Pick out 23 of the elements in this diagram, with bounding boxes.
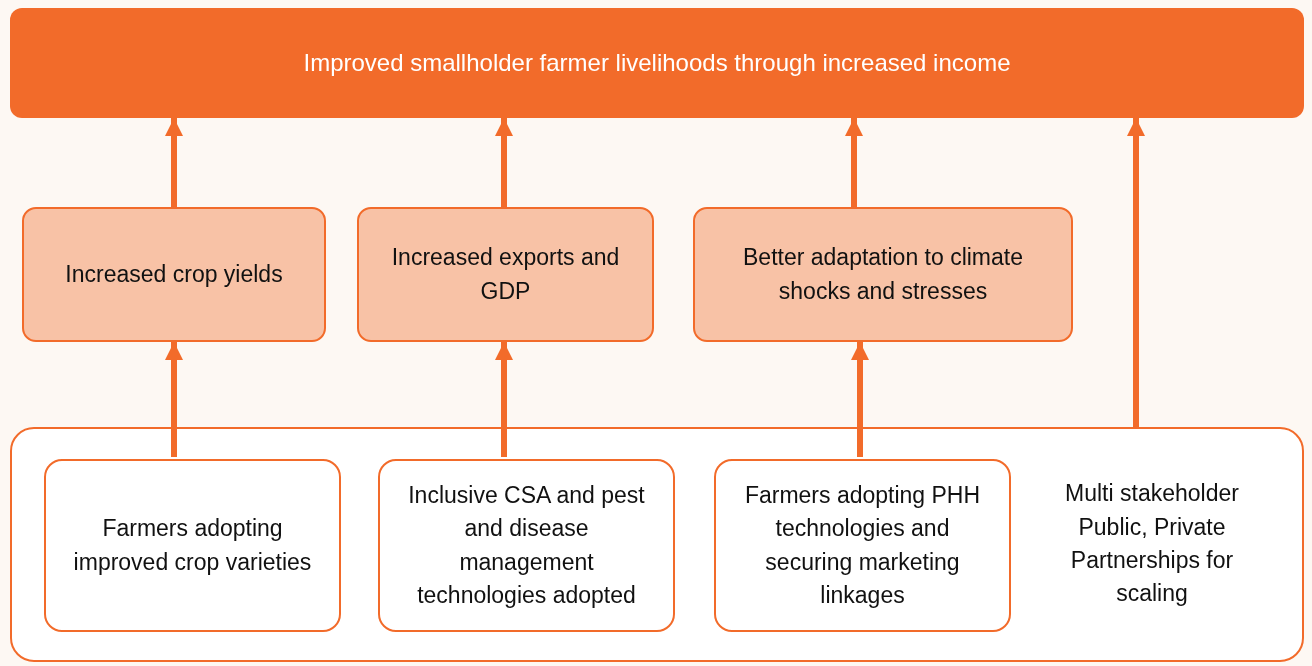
output-box bbox=[44, 459, 341, 632]
arrow bbox=[1127, 118, 1145, 427]
arrow bbox=[845, 118, 863, 207]
arrow bbox=[495, 118, 513, 207]
arrow bbox=[495, 342, 513, 457]
output-box bbox=[714, 459, 1011, 632]
goal-banner bbox=[10, 8, 1304, 118]
node-text: Farmers adopting improved crop varieties bbox=[72, 514, 313, 577]
node-text: Improved smallholder farmer livelihoods through increased income bbox=[303, 47, 1011, 78]
outcome-box bbox=[693, 207, 1073, 342]
node-text: Better adaptation to climate shocks and stresses bbox=[742, 243, 1024, 306]
arrow bbox=[851, 342, 869, 457]
outcome-box bbox=[357, 207, 654, 342]
node-text: Inclusive CSA and pest and disease management technologies adopted bbox=[407, 480, 646, 610]
node-text: Multi stakeholder Public, Private Partnerships for scaling bbox=[1064, 479, 1240, 609]
container-panel bbox=[10, 427, 1304, 662]
node-text: Farmers adopting PHH technologies and securing marketing linkages bbox=[743, 480, 982, 610]
outcome-box bbox=[22, 207, 326, 342]
node-text: Increased crop yields bbox=[65, 259, 283, 289]
node-text: Increased exports and GDP bbox=[390, 243, 621, 306]
arrow bbox=[165, 342, 183, 457]
arrow bbox=[165, 118, 183, 207]
output-box bbox=[378, 459, 675, 632]
